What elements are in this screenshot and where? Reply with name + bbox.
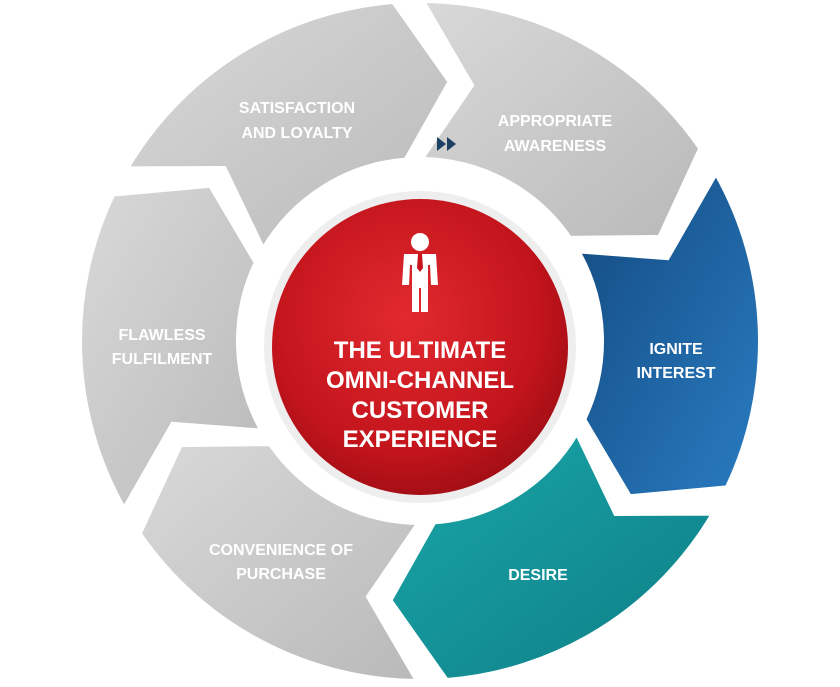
center-title-line-3: CUSTOMER <box>352 397 489 424</box>
center-title-line-2: OMNI-CHANNEL <box>326 367 514 394</box>
label-appropriate-awareness-2: AWARENESS <box>504 138 607 155</box>
label-ignite-interest-1: IGNITE <box>649 341 703 358</box>
label-convenience-of-purchase-1: CONVENIENCE OF <box>209 542 353 559</box>
center-title-line-4: EXPERIENCE <box>343 426 498 453</box>
center-circle <box>272 199 568 495</box>
label-satisfaction-and-loyalty-2: AND LOYALTY <box>241 125 352 142</box>
segment-ignite-interest <box>574 169 762 499</box>
segment-convenience-of-purchase <box>137 442 423 684</box>
fast-forward-icon <box>437 137 456 151</box>
segment-labels: APPROPRIATE AWARENESS IGNITE INTEREST DE… <box>112 100 716 584</box>
segment-appropriate-awareness <box>417 0 703 240</box>
label-appropriate-awareness-1: APPROPRIATE <box>498 113 613 130</box>
label-ignite-interest-2: INTEREST <box>636 365 715 382</box>
segment-desire <box>388 429 717 683</box>
person-icon <box>402 233 438 312</box>
segment-flawless-fulfilment <box>78 183 266 513</box>
label-satisfaction-and-loyalty-1: SATISFACTION <box>239 100 355 117</box>
center-title: THE ULTIMATE OMNI-CHANNEL CUSTOMER EXPER… <box>326 337 514 453</box>
center-title-line-1: THE ULTIMATE <box>334 337 506 364</box>
segments-layer <box>78 0 762 684</box>
label-flawless-fulfilment-1: FLAWLESS <box>118 327 205 344</box>
label-desire: DESIRE <box>508 567 568 584</box>
segment-satisfaction-and-loyalty <box>123 0 452 253</box>
label-convenience-of-purchase-2: PURCHASE <box>236 566 326 583</box>
label-flawless-fulfilment-2: FULFILMENT <box>112 351 213 368</box>
